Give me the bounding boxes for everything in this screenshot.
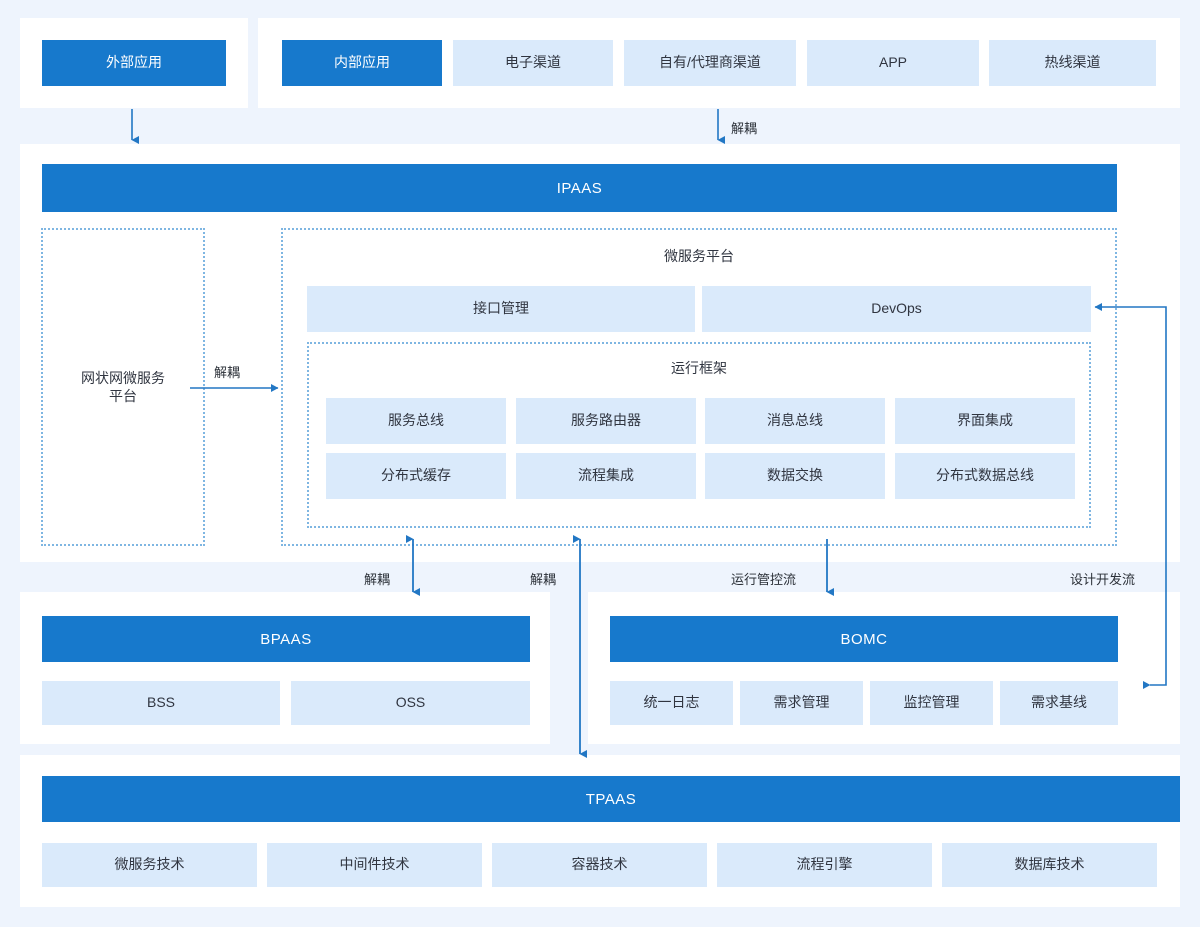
channel-box-agent[interactable]: 自有/代理商渠道: [624, 40, 796, 86]
runtime-framework-box: [307, 342, 1091, 528]
ipaas-title-bar[interactable]: IPAAS: [42, 164, 1117, 212]
runtime-module-service-router[interactable]: 服务路由器: [516, 398, 696, 444]
edge-label-design-dev-flow: 设计开发流: [1070, 572, 1136, 587]
external-app-panel: 外部应用: [20, 18, 248, 108]
bomc-module-requirement-baseline[interactable]: 需求基线: [1000, 681, 1118, 725]
module-interface-management[interactable]: 接口管理: [307, 286, 695, 332]
channel-panel: 内部应用 电子渠道 自有/代理商渠道 APP 热线渠道: [258, 18, 1180, 108]
edge-label-tpaas-decoupling: 解耦: [530, 572, 557, 587]
runtime-module-message-bus[interactable]: 消息总线: [705, 398, 885, 444]
runtime-module-distributed-cache[interactable]: 分布式缓存: [326, 453, 506, 499]
tpaas-module-middleware-tech[interactable]: 中间件技术: [267, 843, 482, 887]
bomc-panel: BOMC 统一日志 需求管理 监控管理 需求基线: [588, 592, 1180, 744]
bpaas-panel: BPAAS BSS OSS: [20, 592, 550, 744]
edge-label-bpaas-decoupling: 解耦: [364, 572, 391, 587]
edge-label-mesh-decoupling: 解耦: [214, 365, 241, 380]
channel-box-hotline[interactable]: 热线渠道: [989, 40, 1156, 86]
bpaas-module-oss[interactable]: OSS: [291, 681, 530, 725]
bomc-module-monitor-management[interactable]: 监控管理: [870, 681, 993, 725]
bomc-module-requirement-management[interactable]: 需求管理: [740, 681, 863, 725]
bomc-module-unified-log[interactable]: 统一日志: [610, 681, 733, 725]
internal-app-box[interactable]: 内部应用: [282, 40, 442, 86]
ipaas-panel: IPAAS 网状网微服务 平台 微服务平台 接口管理 DevOps 运行框架 服…: [20, 144, 1180, 562]
tpaas-module-microservice-tech[interactable]: 微服务技术: [42, 843, 257, 887]
runtime-module-distributed-data-bus[interactable]: 分布式数据总线: [895, 453, 1075, 499]
tpaas-module-database-tech[interactable]: 数据库技术: [942, 843, 1157, 887]
runtime-module-process-integration[interactable]: 流程集成: [516, 453, 696, 499]
tpaas-module-container-tech[interactable]: 容器技术: [492, 843, 707, 887]
tpaas-title-bar[interactable]: TPAAS: [42, 776, 1180, 822]
mesh-platform-box: [41, 228, 205, 546]
external-app-box[interactable]: 外部应用: [42, 40, 226, 86]
edge-label-channels-decoupling: 解耦: [731, 121, 758, 136]
module-devops[interactable]: DevOps: [702, 286, 1091, 332]
runtime-module-data-exchange[interactable]: 数据交换: [705, 453, 885, 499]
bpaas-module-bss[interactable]: BSS: [42, 681, 280, 725]
microservice-platform-title: 微服务平台: [664, 247, 734, 264]
bomc-title-bar[interactable]: BOMC: [610, 616, 1118, 662]
channel-box-electronic[interactable]: 电子渠道: [453, 40, 613, 86]
mesh-platform-label: 网状网微服务 平台: [81, 369, 165, 404]
edge-label-runtime-control-flow: 运行管控流: [731, 572, 797, 587]
tpaas-module-process-engine[interactable]: 流程引擎: [717, 843, 932, 887]
runtime-module-service-bus[interactable]: 服务总线: [326, 398, 506, 444]
tpaas-panel: TPAAS 微服务技术 中间件技术 容器技术 流程引擎 数据库技术: [20, 755, 1180, 907]
bpaas-title-bar[interactable]: BPAAS: [42, 616, 530, 662]
channel-box-app[interactable]: APP: [807, 40, 979, 86]
runtime-framework-title: 运行框架: [671, 359, 727, 376]
runtime-module-ui-integration[interactable]: 界面集成: [895, 398, 1075, 444]
